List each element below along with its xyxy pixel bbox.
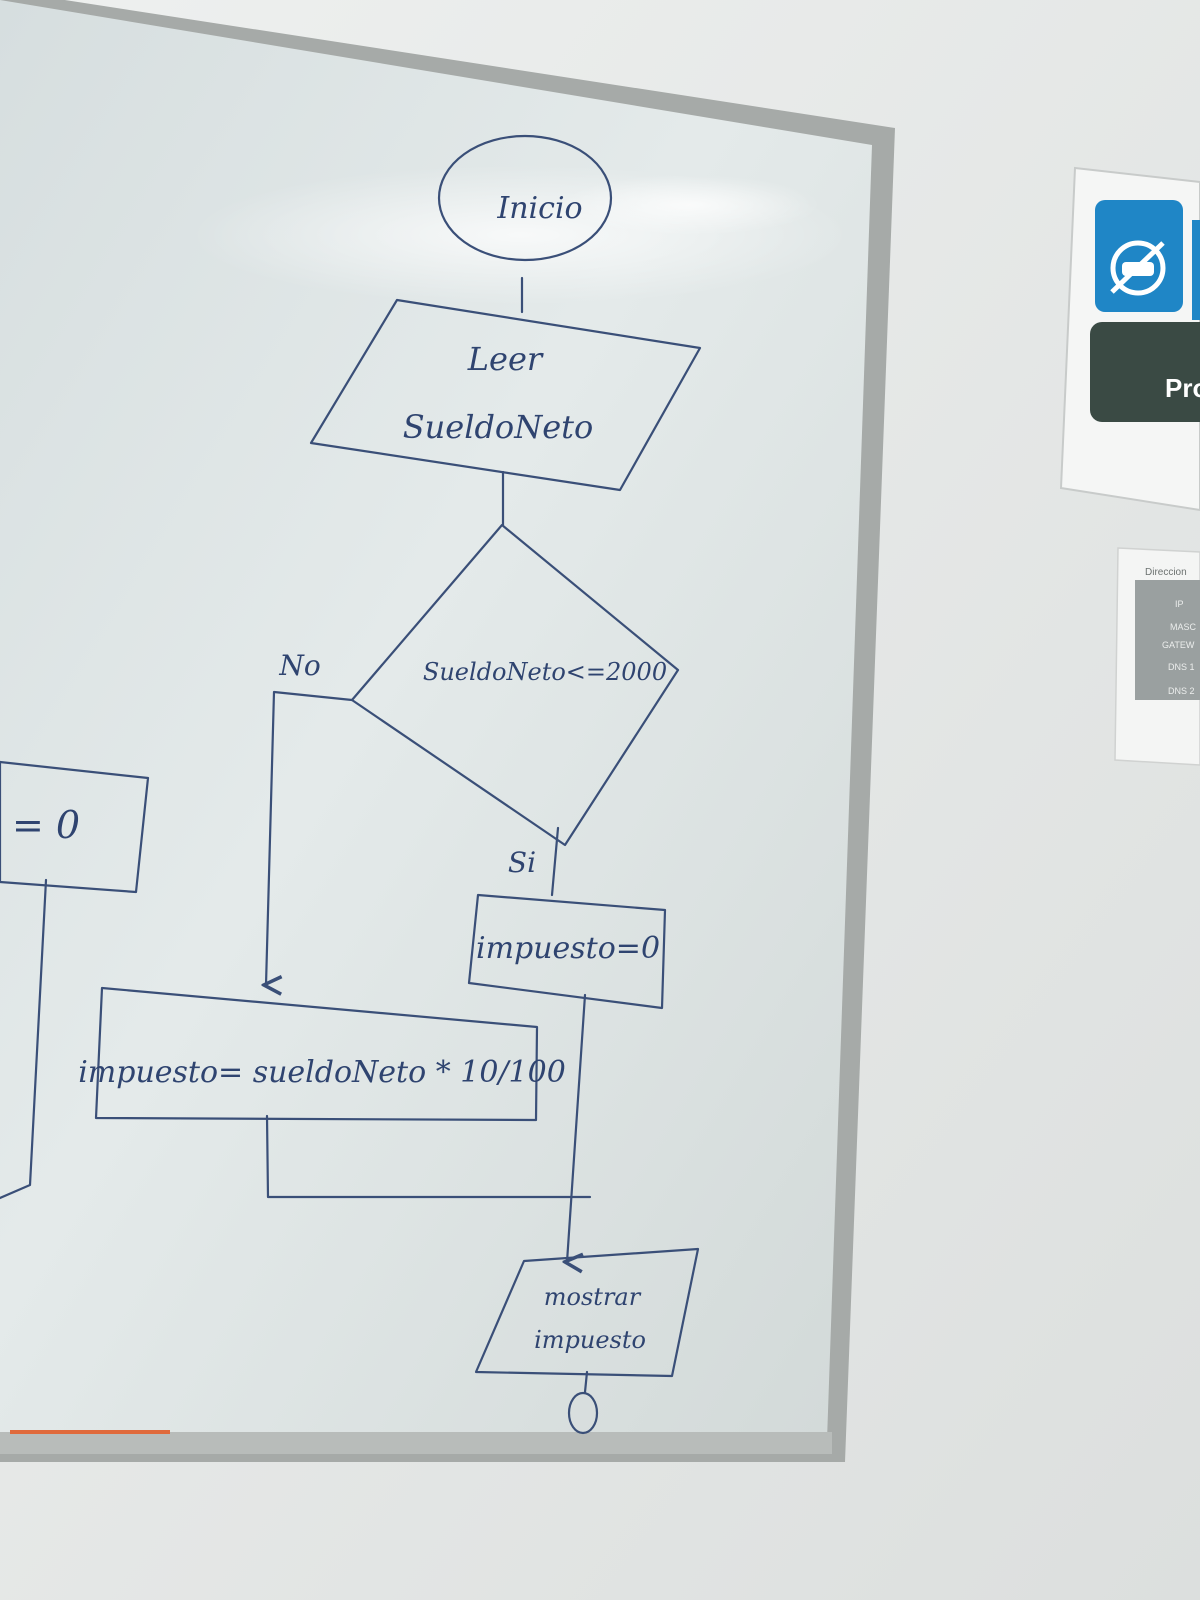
connector-zero-merge (567, 993, 587, 1262)
partial-left-box (0, 760, 150, 894)
output-label-var: impuesto (534, 1326, 646, 1354)
assign-tax-box (94, 986, 539, 1122)
notice-line-0: Direccion (1145, 567, 1187, 578)
input-label-read: Leer (467, 340, 544, 378)
start-label: Inicio (496, 191, 582, 226)
notice-line-5: DNS 2 (1168, 686, 1195, 696)
output-parallelogram (474, 1247, 700, 1378)
whiteboard (0, 0, 895, 1462)
connector-no-branch (266, 690, 354, 985)
notice-line-2: MASC (1170, 622, 1197, 632)
connector-yes-branch (550, 826, 560, 897)
output-label-show: mostrar (544, 1283, 642, 1311)
assign-zero-label: impuesto=0 (476, 931, 660, 966)
network-notice: Direccion IP MASC GATEW DNS 1 DNS 2 (1114, 547, 1200, 766)
no-food-icon (1110, 240, 1166, 296)
notice-line-3: GATEW (1162, 640, 1195, 650)
start-oval (437, 134, 613, 262)
input-label-var: SueldoNeto (403, 408, 594, 446)
decision-diamond (350, 523, 680, 847)
branch-yes-label: Si (508, 846, 536, 879)
whiteboard-surface (0, 0, 872, 1440)
notice-line-1: IP (1175, 599, 1184, 609)
sign-button-text: Pro (1165, 373, 1200, 403)
connector-tax-merge (265, 1114, 592, 1199)
end-oval (567, 1391, 599, 1435)
partial-left-connector (0, 878, 48, 1200)
flowchart: Inicio Leer SueldoNeto SueldoNeto<=2000 … (0, 134, 702, 1435)
notice-line-4: DNS 1 (1168, 662, 1195, 672)
assign-zero-box (467, 893, 667, 1010)
partial-left-label: = 0 (12, 803, 80, 847)
sign-icon-tile-2 (1192, 220, 1200, 320)
branch-no-label: No (278, 649, 320, 682)
wall-sign: Pro (1059, 166, 1200, 512)
notice-table (1135, 580, 1200, 700)
sign-button (1090, 322, 1200, 422)
board-glare-2 (560, 175, 820, 235)
input-parallelogram (309, 298, 702, 492)
marker-tray (0, 1432, 832, 1454)
connector-output-end (583, 1370, 589, 1394)
assign-tax-label: impuesto= sueldoNeto * 10/100 (78, 1055, 566, 1090)
decision-label: SueldoNeto<=2000 (423, 658, 667, 686)
